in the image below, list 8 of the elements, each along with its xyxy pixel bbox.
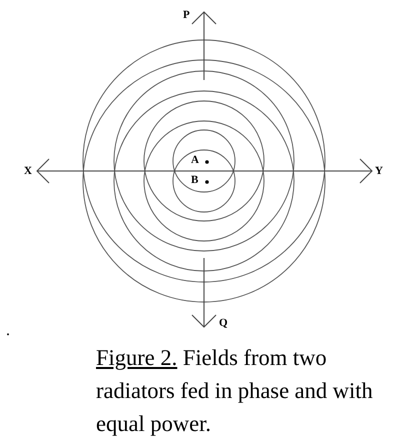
figure-caption: Figure 2. Fields from two radiators fed in phase and with equal power. <box>96 344 374 438</box>
axis-label: . <box>6 323 10 339</box>
axis-label: Y <box>375 166 383 177</box>
axis-label: Q <box>219 318 228 329</box>
axis-label: B <box>191 175 198 186</box>
axis-label: A <box>191 155 199 166</box>
axis-label: P <box>183 10 190 21</box>
axis-label: X <box>24 166 32 177</box>
